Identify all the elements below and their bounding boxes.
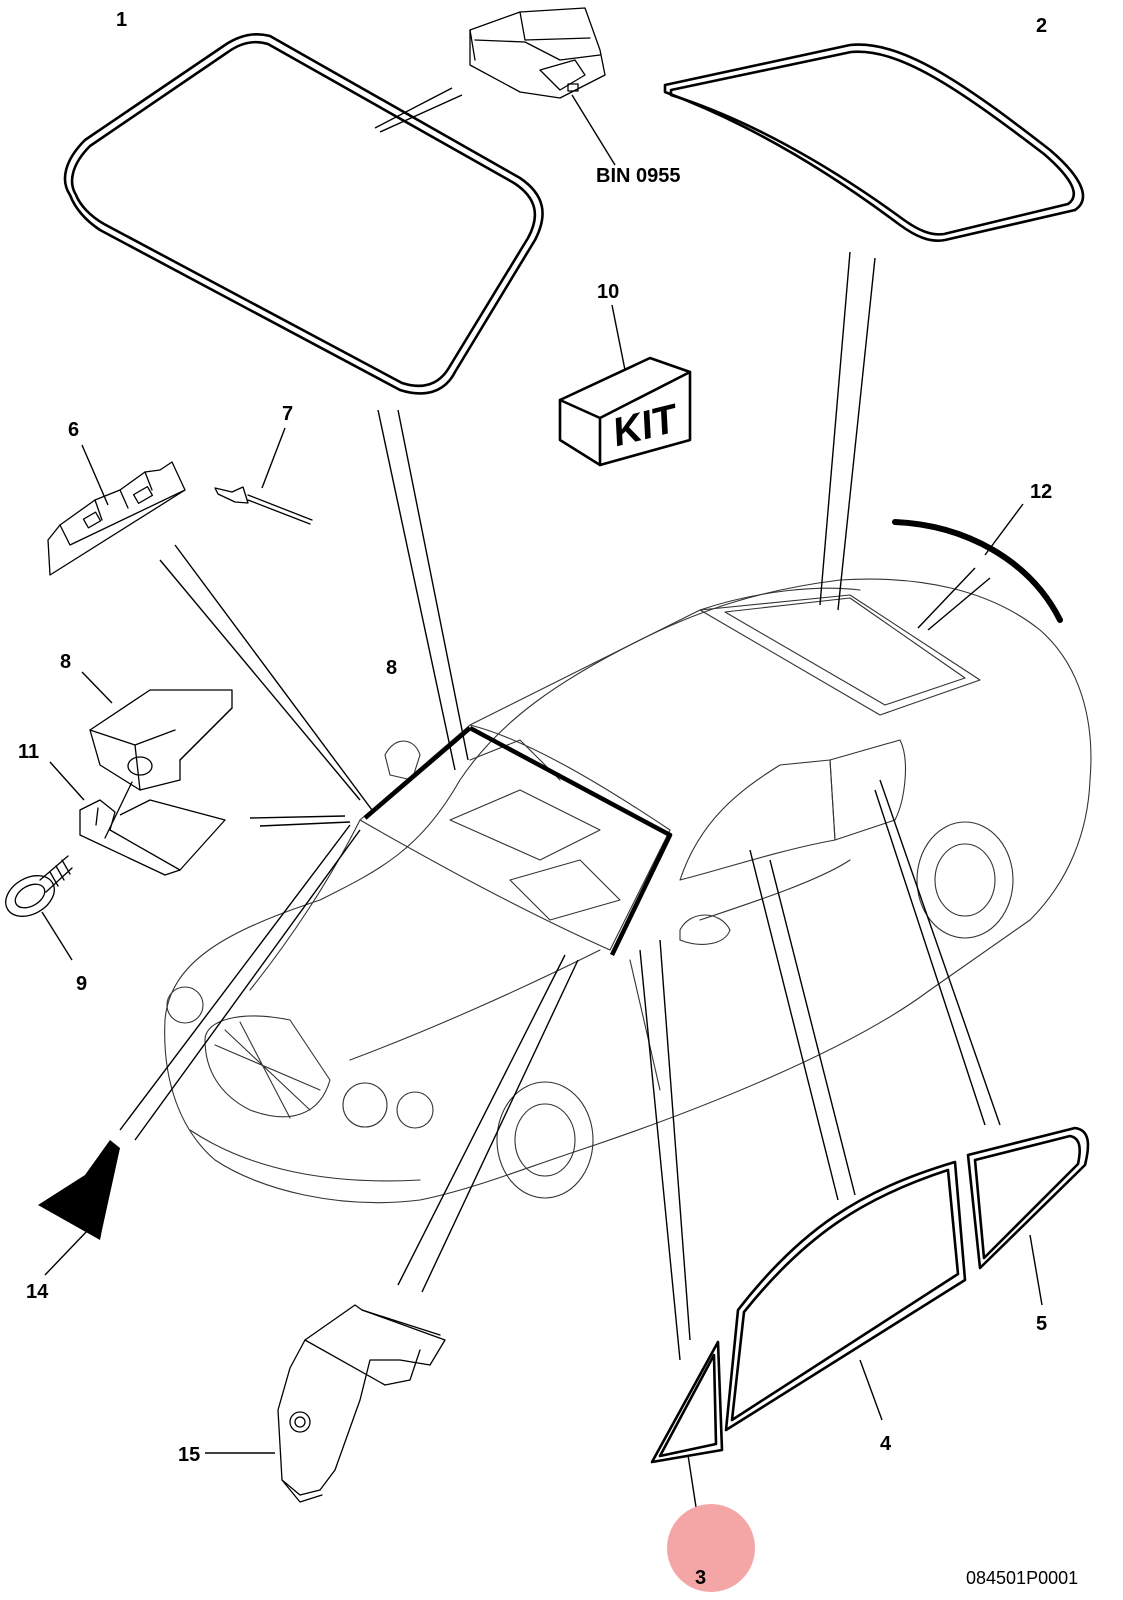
- part-15-panel: [205, 1304, 446, 1503]
- callout-8b: 8: [386, 657, 397, 679]
- part-9-screw: [5, 855, 73, 961]
- callout-9: 9: [76, 973, 87, 995]
- callout-3: 3: [695, 1567, 706, 1589]
- callout-labels: 1 2 3 4 5 6 7 8 8 9 10 11 12 14 15 BIN 0…: [18, 9, 1078, 1589]
- callout-10: 10: [597, 281, 619, 303]
- callout-1: 1: [116, 9, 127, 31]
- bin-0955-module: [469, 7, 616, 166]
- part-2-rear-window: [663, 43, 1085, 242]
- part-11-spring-clip: [49, 761, 226, 876]
- part-7-pin: [214, 427, 313, 525]
- callout-7: 7: [282, 403, 293, 425]
- bin-label: BIN 0955: [596, 165, 681, 187]
- callout-3-highlight: [667, 1504, 755, 1592]
- windscreen-seal: [363, 726, 673, 956]
- callout-12: 12: [1030, 481, 1052, 503]
- part-12-trim-strip: [892, 503, 1063, 623]
- part-14-black-trim: [38, 1140, 120, 1276]
- part-10-kit-box: KIT: [558, 304, 692, 467]
- callout-5: 5: [1036, 1313, 1047, 1335]
- part-6-bracket: [47, 444, 186, 576]
- car-outline: [164, 578, 1092, 1204]
- part-1-windscreen: [63, 33, 544, 395]
- callout-6: 6: [68, 419, 79, 441]
- part-8-clip: [81, 671, 233, 791]
- part-4-door-glass: [724, 1160, 967, 1432]
- callout-2: 2: [1036, 15, 1047, 37]
- callout-14: 14: [26, 1281, 49, 1303]
- leader-lines: [119, 87, 1001, 1361]
- callout-11: 11: [18, 741, 39, 763]
- part-5-rear-side-glass: [966, 1126, 1090, 1306]
- callout-15: 15: [178, 1444, 200, 1466]
- callout-8a: 8: [60, 651, 71, 673]
- part-3-quarter-glass: [650, 1340, 724, 1521]
- callout-4: 4: [880, 1433, 892, 1455]
- drawing-reference: 084501P0001: [966, 1568, 1078, 1588]
